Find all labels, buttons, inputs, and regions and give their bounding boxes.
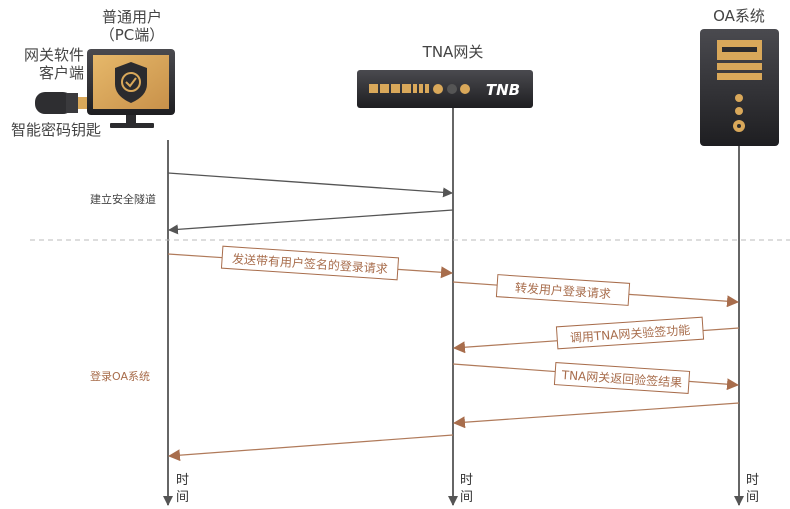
time-label-user: 时 间 <box>176 473 189 505</box>
message-label-box-2: 转发用户登录请求 <box>495 274 631 306</box>
shield-check-icon <box>115 62 147 103</box>
phase-tunnel-label: 建立安全隧道 <box>90 192 156 206</box>
gateway-actor: TNA网关 TNB <box>357 43 533 108</box>
client-label: 网关软件 <box>24 46 84 64</box>
server-icon <box>700 29 779 146</box>
gateway-logo: TNB <box>486 81 520 99</box>
message-label-2: 转发用户登录请求 <box>515 280 612 301</box>
usb-key-icon <box>35 92 87 114</box>
gateway-title: TNA网关 <box>422 43 484 61</box>
time-char: 时 <box>460 473 473 488</box>
user-subtitle: （PC端） <box>100 26 165 44</box>
time-label-server: 时 间 <box>746 473 759 505</box>
message-label-box-4: TNA网关返回验签结果 <box>553 362 691 394</box>
time-char: 时 <box>176 473 189 488</box>
message-arrow-5 <box>453 402 740 429</box>
server-title: OA系统 <box>713 7 765 25</box>
phase-login-label: 登录OA系统 <box>90 369 150 383</box>
smart-key-label: 智能密码钥匙 <box>11 121 101 139</box>
time-label-gateway: 时 间 <box>460 473 473 505</box>
time-char: 间 <box>460 490 473 505</box>
message-label-box-1: 发送带有用户签名的登录请求 <box>220 245 400 281</box>
gateway-device-icon: TNB <box>357 70 533 108</box>
time-char: 时 <box>746 473 759 488</box>
time-char: 间 <box>176 490 189 505</box>
client-label-2: 客户端 <box>39 64 84 82</box>
tunnel-response-arrow <box>168 209 454 235</box>
time-char: 间 <box>746 490 759 505</box>
message-label-box-3: 调用TNA网关验签功能 <box>555 316 705 350</box>
monitor-icon <box>87 49 175 128</box>
user-title: 普通用户 <box>102 8 162 26</box>
tunnel-request-arrow <box>167 172 453 198</box>
server-actor: OA系统 <box>700 7 779 146</box>
user-actor: 普通用户 （PC端） 网关软件 客户端 智能密码钥匙 <box>11 8 175 139</box>
message-arrow-6 <box>168 434 454 462</box>
